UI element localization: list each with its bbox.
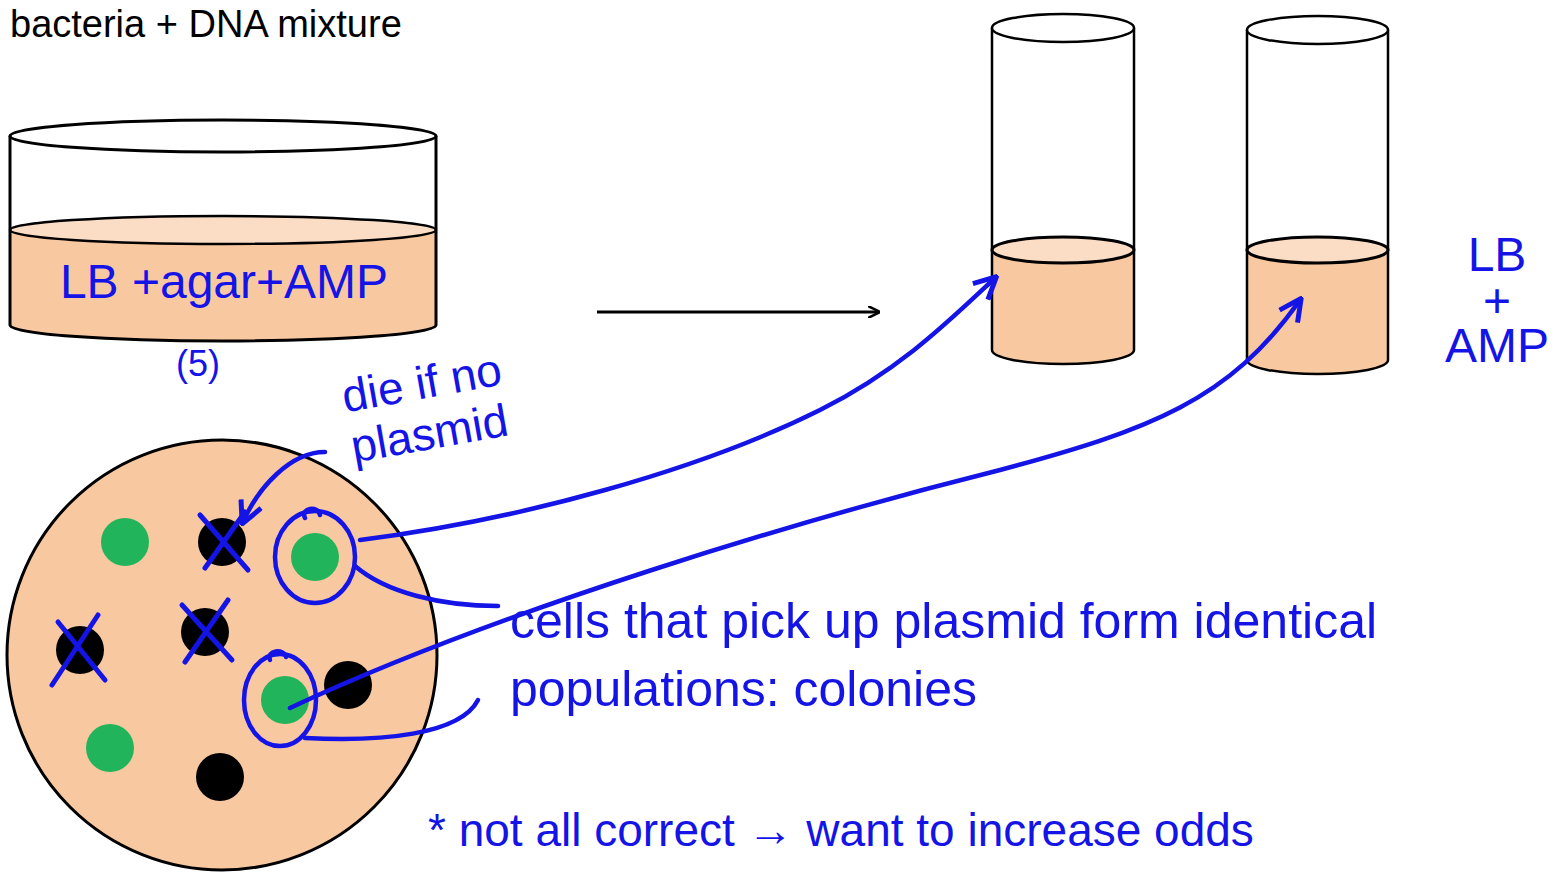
process-arrow [597,311,878,314]
dish-wall [10,136,436,341]
callout-number: (5) [158,344,238,384]
dish-rim [10,120,436,152]
test-tube [992,14,1134,364]
agar-plate [7,440,437,870]
section-heading: bacteria + DNA mixture [10,4,530,46]
medium-label: LB + AMP [1432,232,1562,369]
medium-surface [10,216,436,244]
petri-dish: LB +agar+AMP (5) [8,118,440,398]
note-text: cells that pick up plasmid form identica… [510,588,1470,723]
cross-marks [52,512,248,685]
note-text: die if no plasmid [338,329,602,472]
colonies [56,518,372,801]
medium-label: LB +agar+AMP [8,256,440,309]
test-tube [1247,16,1388,374]
note-text: * not all correct → want to increase odd… [428,805,1558,856]
